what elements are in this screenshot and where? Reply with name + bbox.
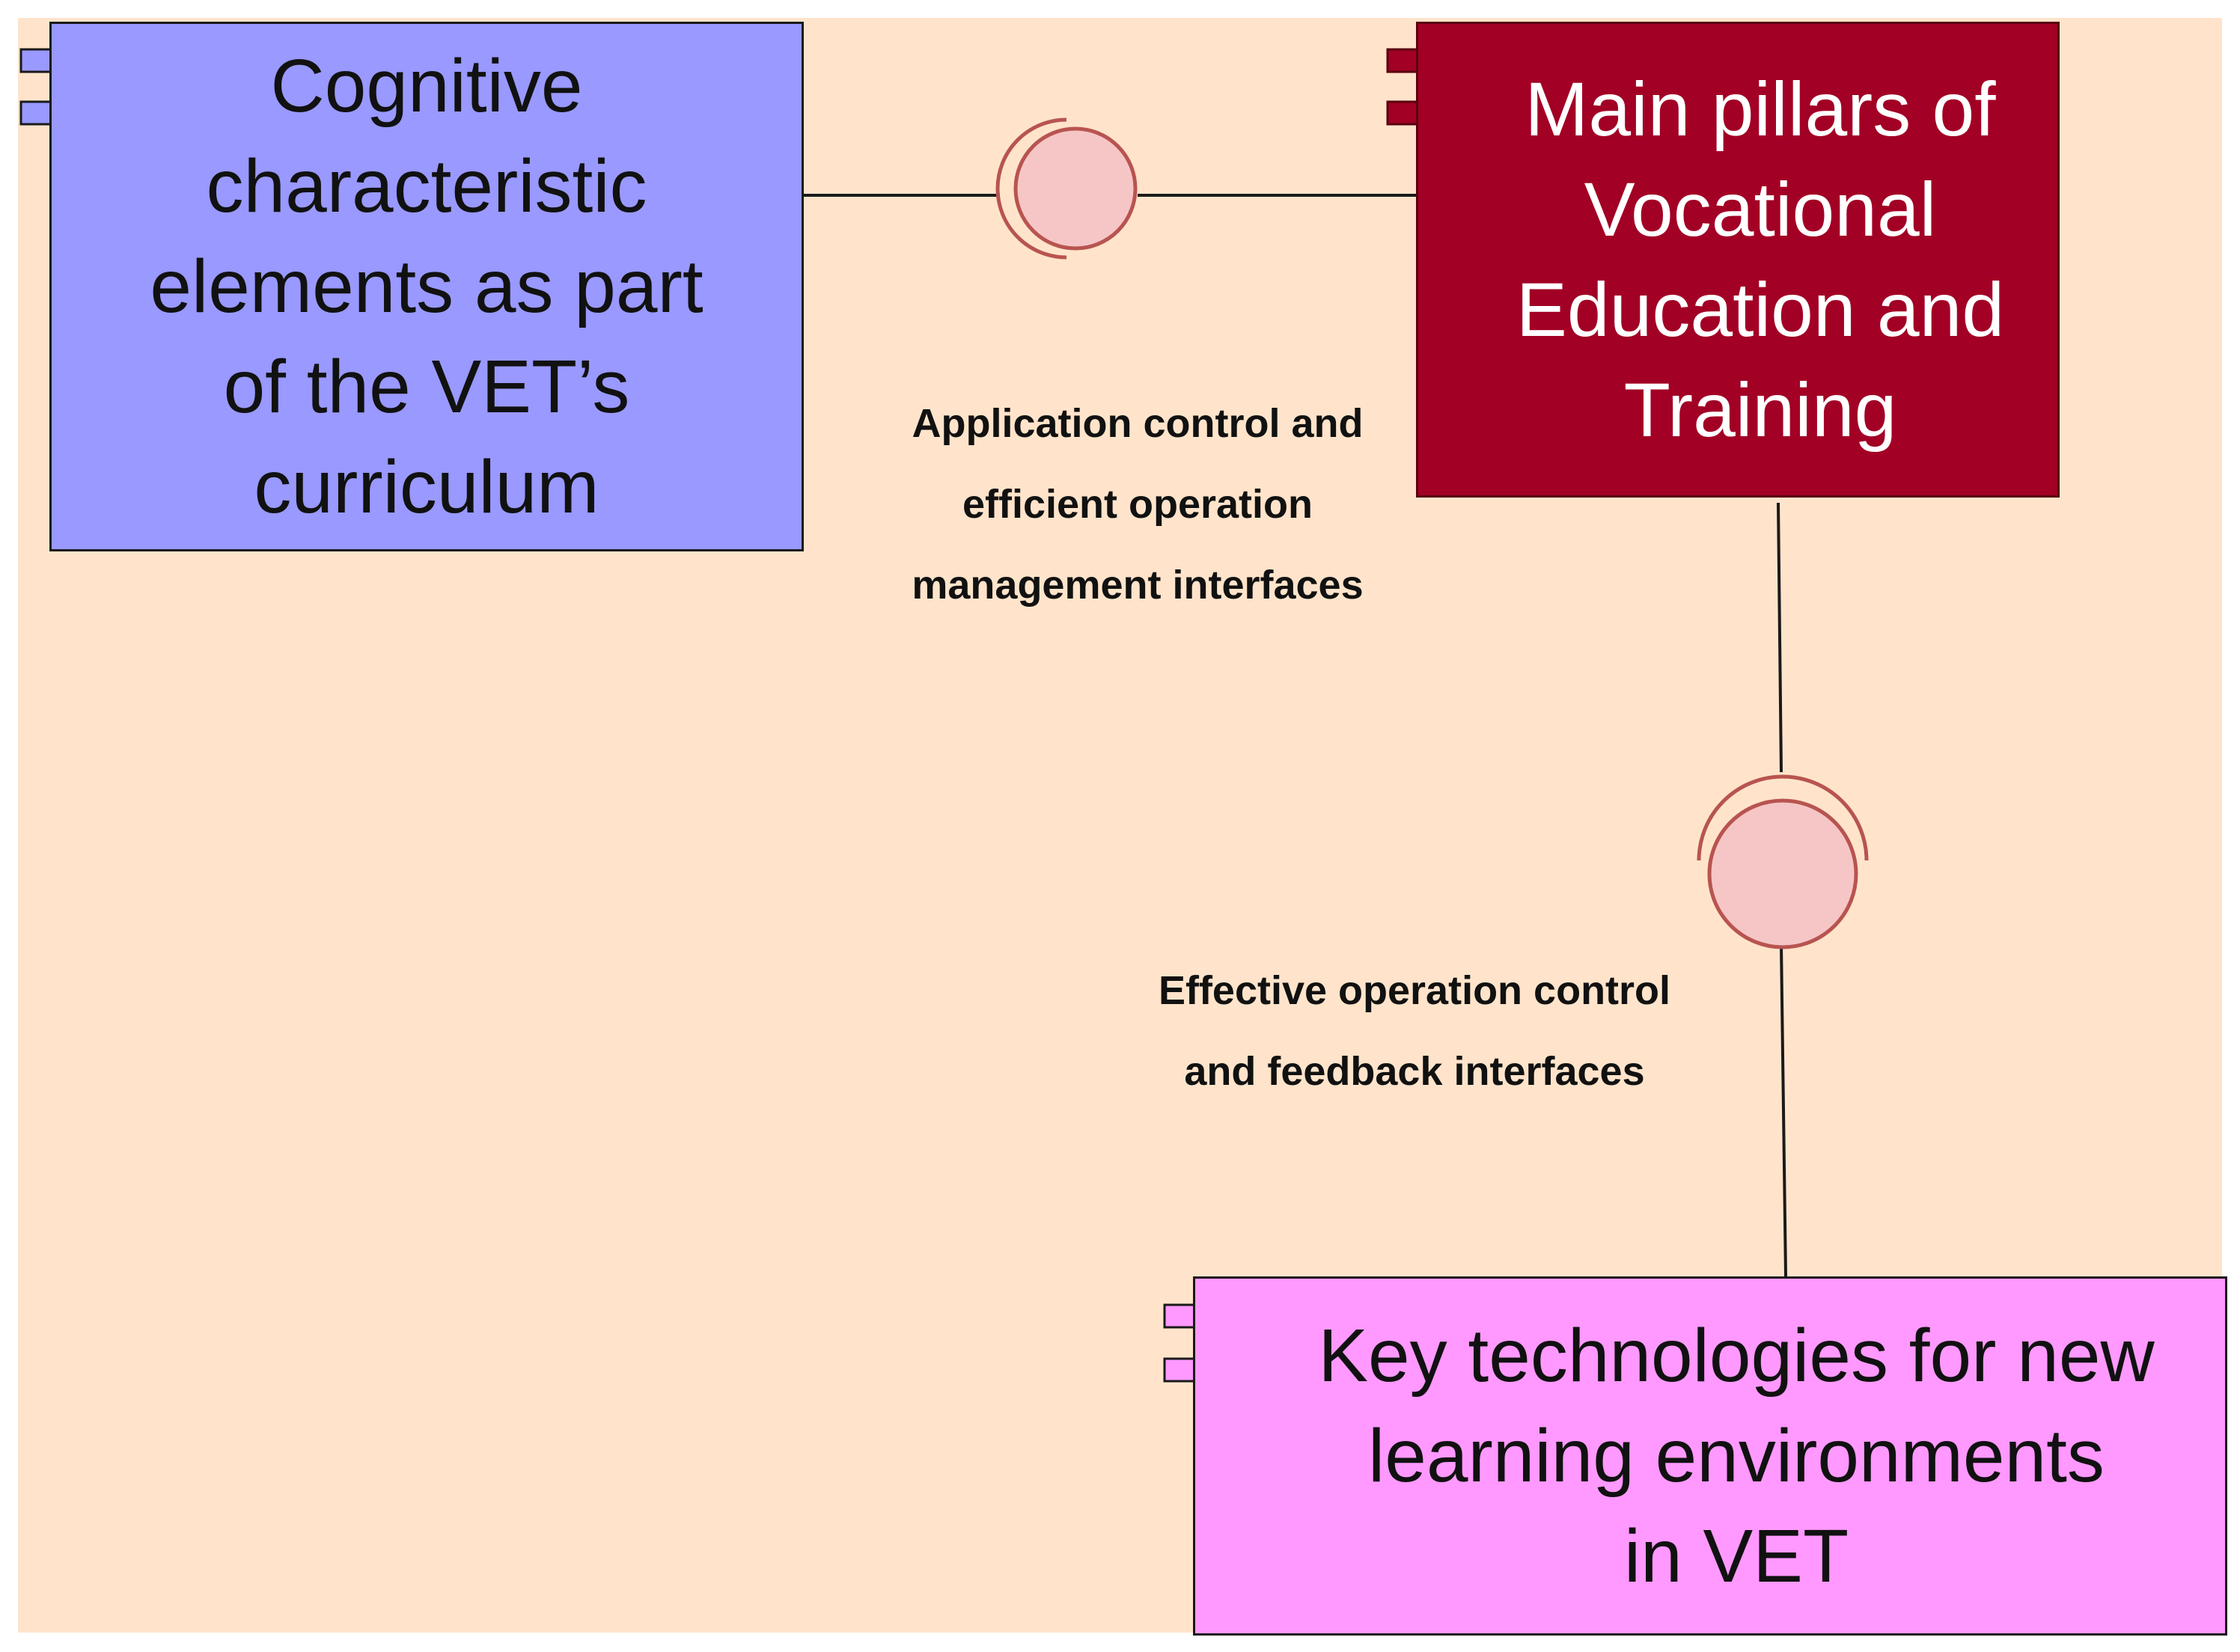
effective-label-line-1: Effective operation control — [1158, 968, 1671, 1013]
pillars-line-2: Vocational — [1584, 167, 1937, 252]
pillars-line-3: Education and — [1516, 267, 2005, 352]
interface-label-effective: Effective operation control and feedback… — [1100, 950, 1729, 1112]
interface-label-application: Application control and efficient operat… — [853, 383, 1422, 625]
key-line-2: learning environments — [1368, 1414, 2105, 1498]
interface-lollipop-effective — [1707, 798, 1858, 949]
cognitive-line-3: elements as part — [150, 245, 704, 328]
component-main-pillars: Main pillars of Vocational Education and… — [1416, 22, 2060, 498]
connector-pillars-to-interface — [1777, 502, 1783, 773]
key-line-1: Key technologies for new — [1318, 1314, 2155, 1398]
cognitive-line-5: curriculum — [254, 445, 599, 529]
component-cognitive-elements: Cognitive characteristic elements as par… — [49, 22, 804, 551]
pillars-line-4: Training — [1623, 367, 1897, 453]
pillars-line-1: Main pillars of — [1525, 67, 1996, 152]
application-label-line-3: management interfaces — [912, 563, 1364, 608]
application-label-line-2: efficient operation — [962, 482, 1313, 527]
application-label-line-1: Application control and — [912, 401, 1364, 446]
interface-lollipop-application — [1013, 126, 1138, 251]
key-line-3: in VET — [1623, 1514, 1849, 1598]
cognitive-line-1: Cognitive — [270, 44, 583, 128]
socket-arc-effective — [1697, 774, 1869, 861]
socket-arc-application — [995, 117, 1067, 260]
cognitive-line-4: of the VET’s — [223, 345, 630, 429]
effective-label-line-2: and feedback interfaces — [1184, 1049, 1645, 1094]
connector-interface-to-key — [1780, 943, 1787, 1277]
cognitive-line-2: characteristic — [206, 144, 647, 228]
component-key-technologies: Key technologies for new learning enviro… — [1193, 1276, 2227, 1636]
